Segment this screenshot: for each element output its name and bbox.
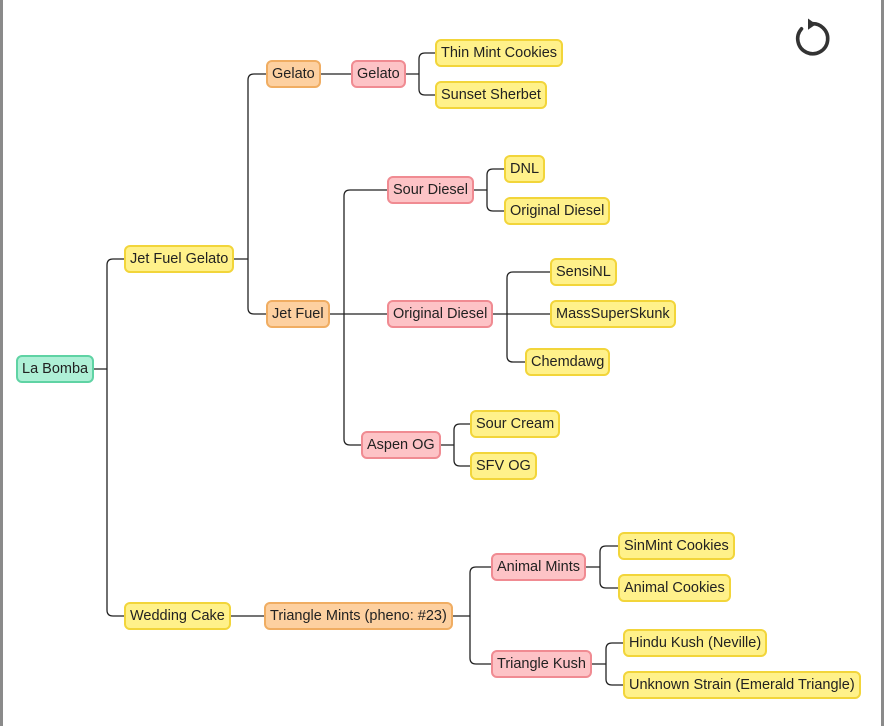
node-triangle-mints[interactable]: Triangle Mints (pheno: #23) <box>264 602 453 630</box>
edge-jet-fuel-gelato-1 <box>234 73 266 315</box>
edge-gelato-child-3 <box>406 52 435 96</box>
node-dnl[interactable]: DNL <box>504 155 546 183</box>
reset-icon[interactable] <box>787 17 831 61</box>
edge-triangle-mints-9 <box>453 566 491 665</box>
node-original-diesel-2[interactable]: Original Diesel <box>387 300 494 328</box>
node-jet-fuel[interactable]: Jet Fuel <box>266 300 330 328</box>
node-unknown-strain[interactable]: Unknown Strain (Emerald Triangle) <box>623 671 861 699</box>
edge-jet-fuel-4 <box>330 189 387 446</box>
edge-original-diesel-2-6 <box>493 271 550 363</box>
node-masssuperskunk[interactable]: MassSuperSkunk <box>550 300 676 328</box>
node-sinmint-cookies[interactable]: SinMint Cookies <box>618 532 735 560</box>
node-animal-mints[interactable]: Animal Mints <box>491 553 586 581</box>
node-wedding-cake[interactable]: Wedding Cake <box>124 602 231 630</box>
node-gelato-parent[interactable]: Gelato <box>266 60 321 88</box>
node-animal-cookies[interactable]: Animal Cookies <box>618 574 731 602</box>
node-sunset-sherbet[interactable]: Sunset Sherbet <box>435 81 547 109</box>
node-sour-cream[interactable]: Sour Cream <box>470 410 561 438</box>
node-sfv-og[interactable]: SFV OG <box>470 452 537 480</box>
edge-la-bomba-0 <box>94 258 124 617</box>
node-triangle-kush[interactable]: Triangle Kush <box>491 650 592 678</box>
node-thin-mint-cookies[interactable]: Thin Mint Cookies <box>435 39 564 67</box>
edge-animal-mints-10 <box>586 545 618 589</box>
node-hindu-kush[interactable]: Hindu Kush (Neville) <box>623 629 768 657</box>
node-jet-fuel-gelato[interactable]: Jet Fuel Gelato <box>124 245 235 273</box>
edge-sour-diesel-5 <box>474 168 504 212</box>
edge-layer <box>94 52 623 686</box>
node-sensinl[interactable]: SensiNL <box>550 258 617 286</box>
node-gelato-child[interactable]: Gelato <box>351 60 406 88</box>
node-sour-diesel[interactable]: Sour Diesel <box>387 176 474 204</box>
node-aspen-og[interactable]: Aspen OG <box>361 431 441 459</box>
edge-triangle-kush-11 <box>592 642 623 686</box>
node-la-bomba[interactable]: La Bomba <box>16 355 95 383</box>
node-chemdawg[interactable]: Chemdawg <box>525 348 611 376</box>
edge-aspen-og-7 <box>441 423 470 467</box>
node-original-diesel-1[interactable]: Original Diesel <box>504 197 611 225</box>
